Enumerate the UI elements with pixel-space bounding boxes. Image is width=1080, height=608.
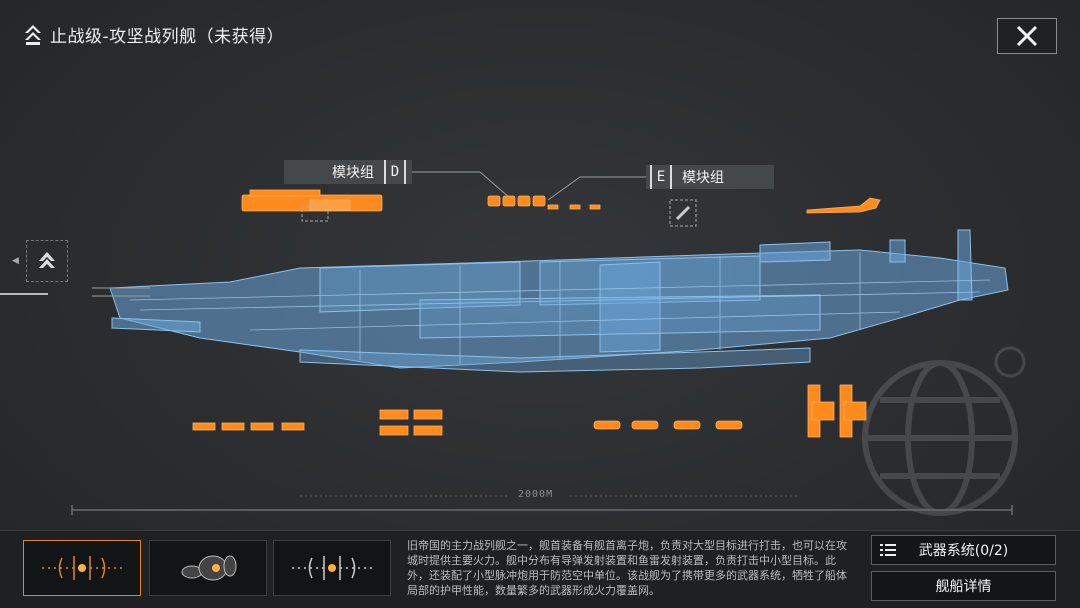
left-arrow-icon[interactable]: ◀ [12, 256, 19, 266]
module-group-d-letter: D [384, 160, 406, 184]
close-button[interactable] [997, 18, 1057, 54]
ship-details-button[interactable]: 舰船详情 [871, 571, 1056, 601]
close-icon [1016, 25, 1038, 47]
weapon-modules [192, 189, 881, 438]
module-group-e-letter: E [650, 165, 672, 189]
header: 止战级-攻坚战列舰（未获得） [24, 22, 284, 47]
scale-label: 2000M [518, 489, 554, 500]
rank-chevron-icon [25, 24, 41, 45]
ship-details-label: 舰船详情 [935, 579, 992, 595]
globe-watermark-icon [862, 346, 1026, 516]
module-d-callout [412, 171, 511, 199]
module-group-d-text: 模块组 [332, 165, 374, 181]
module-group-e-label[interactable]: E 模块组 [646, 165, 774, 189]
thumbnail-front-view[interactable] [23, 540, 141, 596]
page-title: 止战级-攻坚战列舰（未获得） [50, 27, 285, 47]
thumbnail-perspective-view[interactable] [149, 540, 267, 596]
menu-icon [880, 544, 896, 556]
ship-description: 旧帝国的主力战列舰之一，舰首装备有舰首离子炮，负责对大型目标进行打击，也可以在攻… [407, 539, 847, 597]
perspective-view-icon [181, 555, 237, 581]
side-view-icon [292, 556, 372, 580]
rank-emblem-icon [39, 252, 55, 268]
module-group-d-label[interactable]: 模块组 D [284, 160, 412, 184]
weapon-system-label: 武器系统(0/2) [918, 543, 1009, 559]
weapon-system-button[interactable]: 武器系统(0/2) [871, 535, 1056, 565]
rank-tab[interactable] [26, 240, 68, 282]
thumbnail-side-view[interactable] [273, 540, 391, 596]
front-view-icon [42, 556, 122, 580]
module-e-icon [669, 199, 697, 227]
module-e-callout [547, 176, 646, 201]
ship-blueprint [71, 171, 1026, 516]
rank-indicator-line [0, 293, 48, 295]
module-group-e-text: 模块组 [682, 170, 724, 186]
